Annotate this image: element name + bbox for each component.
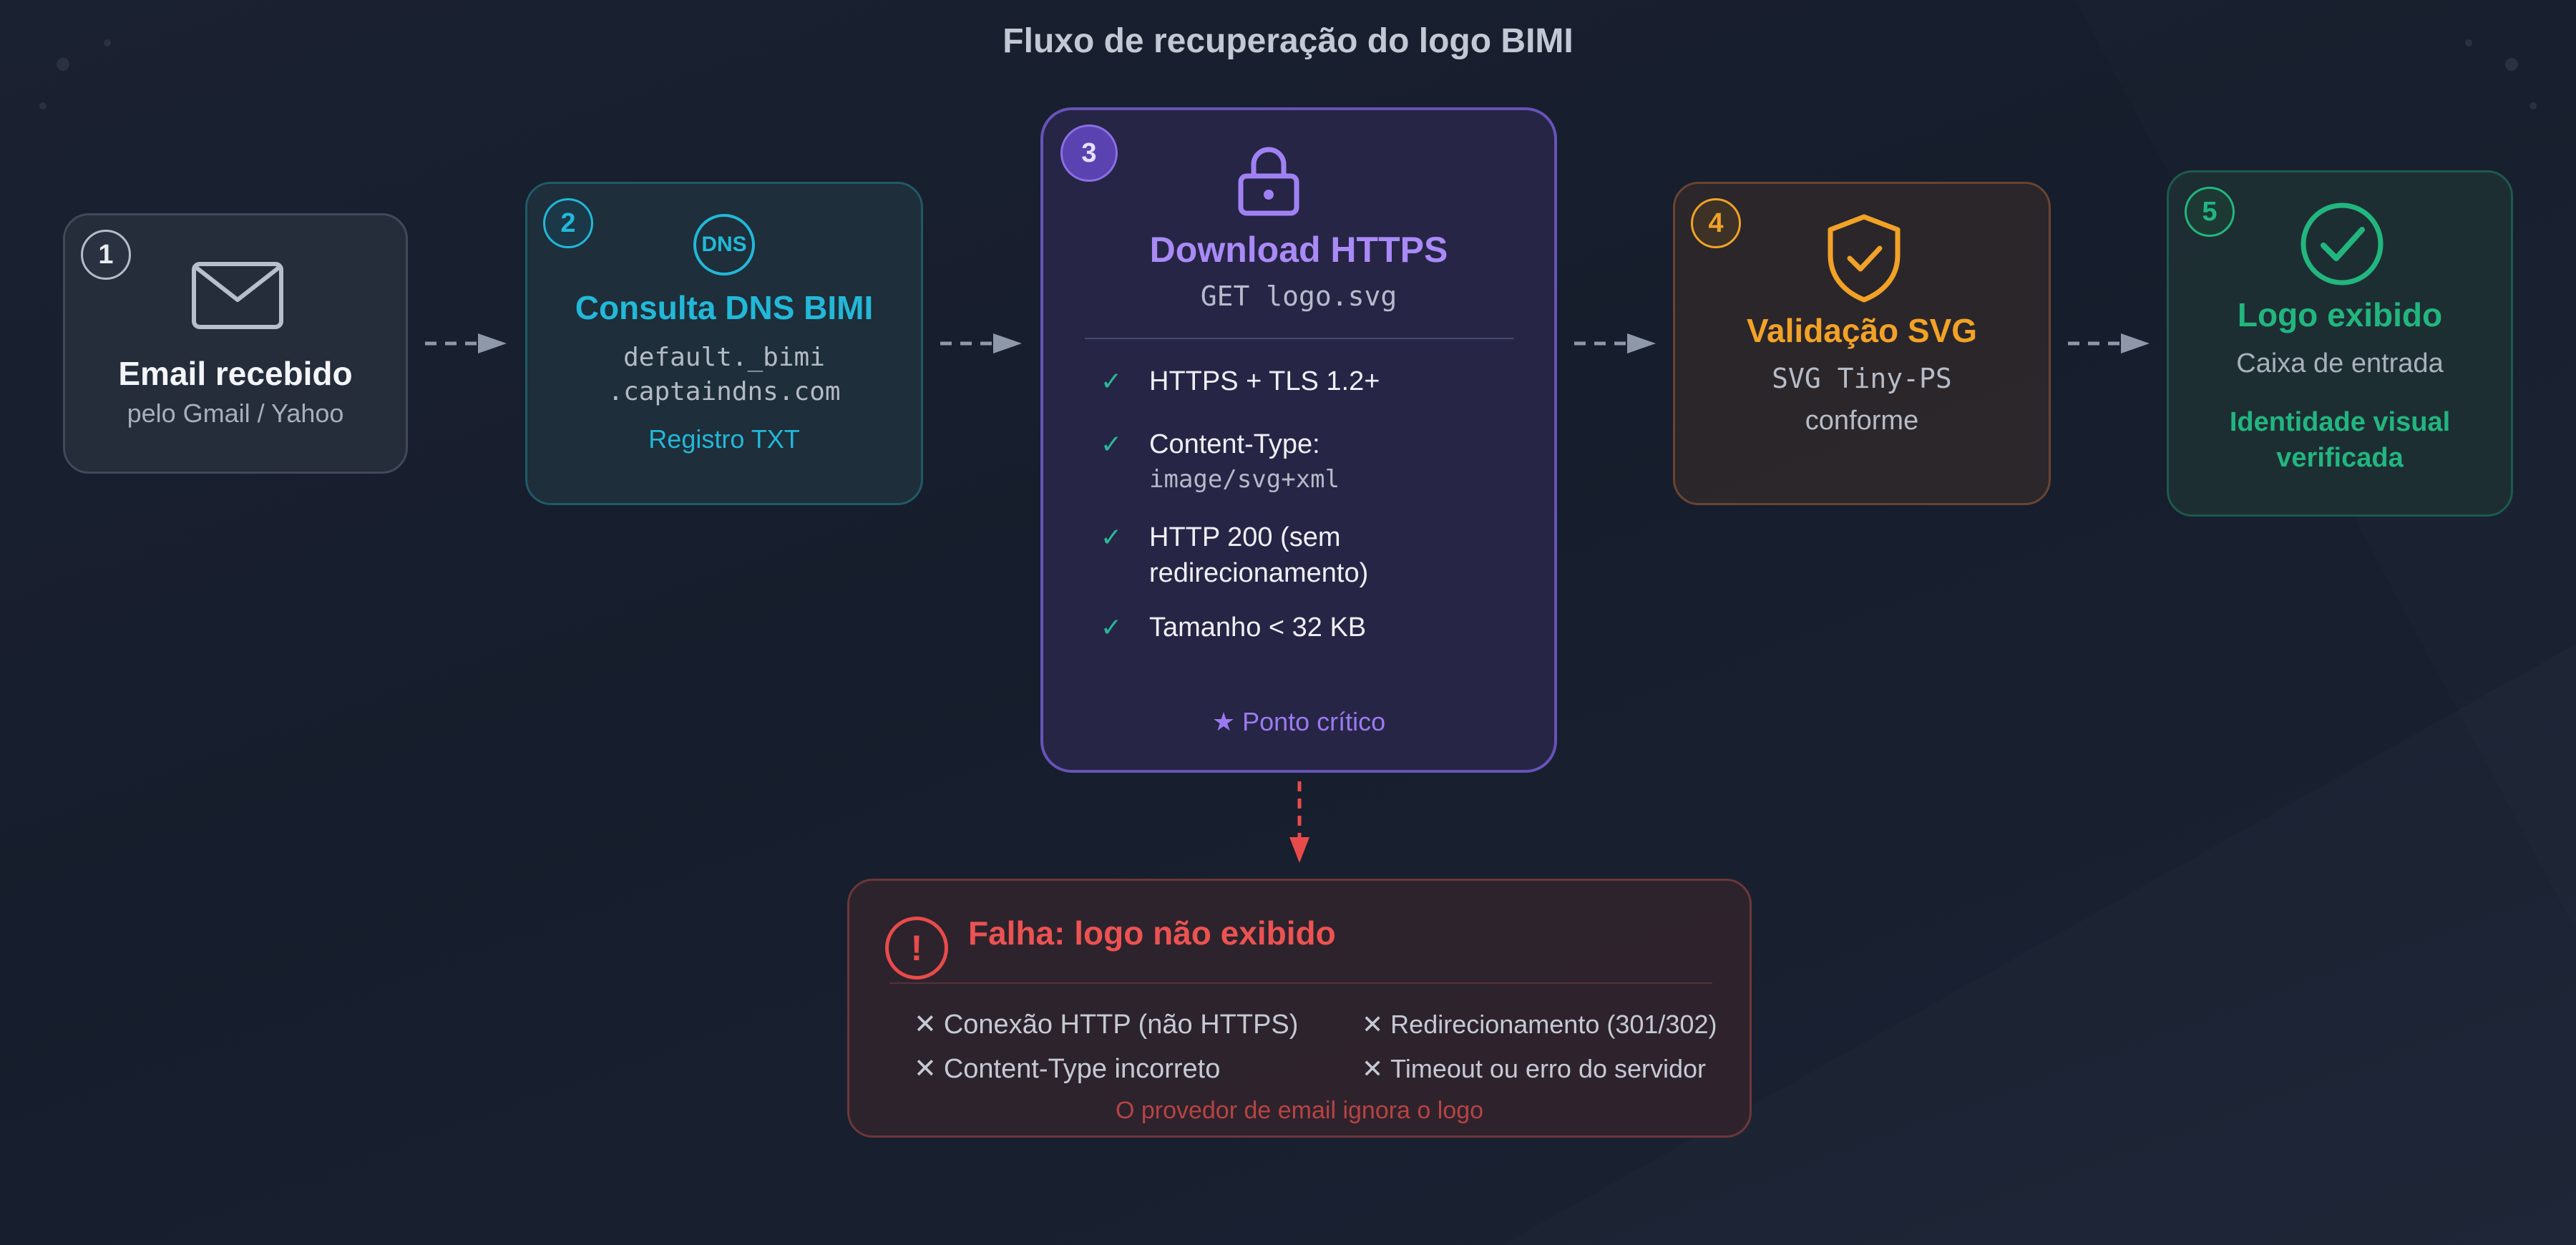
failure-note: O provedor de email ignora o logo — [1115, 1097, 1484, 1124]
x-icon: ✕ — [1362, 1054, 1384, 1083]
step-4-title: Validação SVG — [1746, 312, 1978, 349]
step-3-card: 3 Download HTTPS GET logo.svg ✓ HTTPS + … — [1040, 107, 1557, 773]
shield-check-icon — [1828, 214, 1901, 303]
step-1-subtitle: pelo Gmail / Yahoo — [127, 399, 344, 428]
dns-record-line-1: default._bimi — [623, 343, 825, 372]
step-1-badge: 1 — [81, 230, 131, 280]
x-icon: ✕ — [914, 1010, 937, 1040]
failure-reason: ✕Redirecionamento (301/302) — [1362, 1010, 1717, 1039]
dns-record-line-2: .captaindns.com — [608, 377, 841, 406]
step-3-divider — [1085, 338, 1514, 339]
step-5-badge: 5 — [2185, 187, 2235, 237]
step-3-request: GET logo.svg — [1200, 280, 1397, 312]
step-5-note-line-1: Identidade visual — [2229, 407, 2451, 437]
step-5-title: Logo exibido — [2237, 296, 2443, 333]
envelope-icon — [192, 262, 283, 329]
check-icon: ✓ — [1101, 522, 1123, 552]
diagram-title: Fluxo de recuperação do logo BIMI — [1002, 22, 1574, 60]
flow-arrow-1 — [425, 333, 507, 353]
flow-arrow-3 — [1574, 333, 1656, 353]
step-2-card: 2 DNS Consulta DNS BIMI default._bimi .c… — [525, 182, 923, 505]
x-icon: ✕ — [914, 1054, 937, 1084]
step-4-line-1: SVG Tiny-PS — [1772, 363, 1952, 394]
step-4-card: 4 Validação SVG SVG Tiny-PS conforme — [1673, 182, 2051, 505]
failure-title: Falha: logo não exibido — [968, 914, 1336, 952]
failure-arrow — [1289, 781, 1309, 863]
failure-card: ! Falha: logo não exibido ✕Conexão HTTP … — [847, 879, 1752, 1138]
critical-point-label: ★ Ponto crítico — [1211, 707, 1386, 736]
exclamation-icon: ! — [885, 917, 948, 980]
failure-reason: ✕Timeout ou erro do servidor — [1362, 1054, 1707, 1083]
step-4-line-2: conforme — [1805, 406, 1919, 436]
failure-reason: ✕Conexão HTTP (não HTTPS) — [914, 1010, 1299, 1040]
failure-divider — [889, 982, 1712, 984]
step-4-badge: 4 — [1691, 198, 1741, 248]
check-icon: ✓ — [1101, 612, 1123, 642]
failure-reason: ✕Content-Type incorreto — [914, 1054, 1221, 1084]
x-icon: ✕ — [1362, 1010, 1384, 1039]
step-2-badge: 2 — [543, 198, 593, 248]
step-3-title: Download HTTPS — [1149, 230, 1448, 270]
dns-icon-label: DNS — [701, 233, 747, 256]
step-1-card: 1 Email recebido pelo Gmail / Yahoo — [63, 213, 408, 474]
check-icon: ✓ — [1101, 429, 1123, 459]
step-5-subtitle: Caixa de entrada — [2236, 348, 2444, 379]
step-3-badge: 3 — [1060, 125, 1118, 182]
step-1-title: Email recebido — [118, 355, 353, 392]
flow-arrow-4 — [2068, 333, 2150, 353]
step-2-title: Consulta DNS BIMI — [575, 289, 874, 326]
check-circle-icon — [2301, 202, 2384, 285]
step-5-card: 5 Logo exibido Caixa de entrada Identida… — [2167, 170, 2513, 517]
flow-arrow-2 — [940, 333, 1022, 353]
lock-icon — [1238, 147, 1299, 216]
dns-icon: DNS — [693, 214, 755, 275]
step-2-note: Registro TXT — [648, 424, 800, 454]
check-icon: ✓ — [1101, 366, 1123, 396]
step-5-note-line-2: verificada — [2276, 443, 2404, 473]
